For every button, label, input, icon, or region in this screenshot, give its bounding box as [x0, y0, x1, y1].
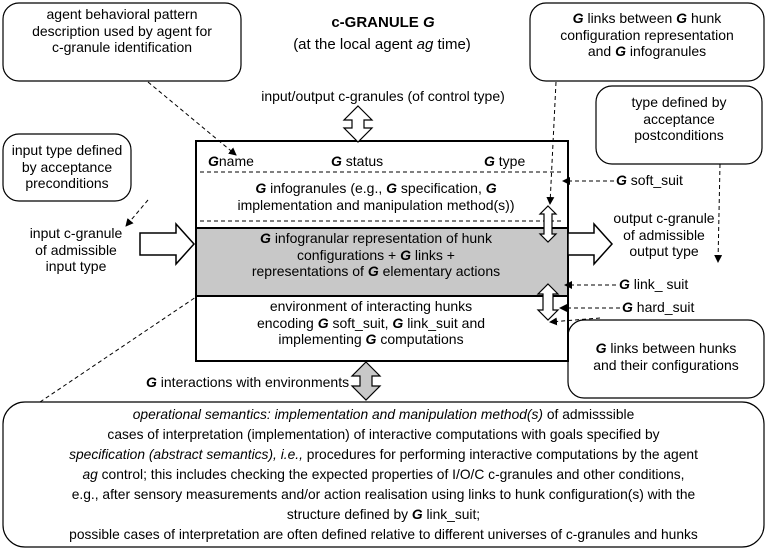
callout-hunk-links-text: G links between G hunk configuration rep… [560, 10, 734, 60]
connector-postconditions-to-output [714, 163, 723, 263]
connector-bottom-to-environment [39, 296, 197, 403]
callout-postconditions-text: type defined by acceptance postcondition… [631, 94, 727, 144]
control-io-label: input/output c-granules (of control type… [261, 88, 505, 104]
infogranule-double-arrow [538, 205, 558, 243]
interactions-label: G interactions with environments [146, 374, 350, 390]
input-granule-label: input c-granule of admissible input type [29, 225, 123, 275]
bottom-line-1: operational semantics: implementation an… [132, 407, 635, 422]
bottom-line-6: structure defined by G link_suit; [286, 507, 481, 522]
control-double-arrow [342, 105, 374, 143]
bottom-semantics-box [2, 401, 765, 548]
header-status: G status [331, 153, 384, 169]
infogranules-section: G infogranules (e.g., G specification, G… [237, 180, 515, 213]
callout-postconditions-box [595, 85, 763, 165]
connector-hunks-between [549, 317, 601, 326]
input-block-arrow [139, 222, 196, 266]
connector-behavioral-to-name [147, 81, 237, 156]
bottom-line-7: possible cases of interpretation are oft… [69, 527, 698, 542]
diagram-title: c-GRANULE G [303, 14, 463, 32]
connector-hunk-links-to-box [546, 81, 557, 205]
bottom-line-4: ag control; this includes checking the e… [82, 467, 685, 482]
header-type: G type [484, 153, 526, 169]
diagram-subtitle: (at the local agent ag time) [293, 36, 471, 53]
callout-preconditions-text: input type defined by acceptance precond… [11, 142, 123, 192]
title-prefix: c-GRANULE [331, 14, 419, 31]
environment-section: environment of interacting hunks encodin… [256, 298, 486, 348]
main-box-shaded-section [197, 229, 567, 295]
bottom-line-3: specification (abstract semantics), i.e.… [69, 447, 698, 462]
bottom-line-5: e.g., after sensory measurements and/or … [71, 487, 696, 502]
representation-section: G infogranular representation of hunk co… [251, 230, 501, 280]
connector-preconditions-to-input [125, 199, 149, 227]
soft-suit-label: G soft_suit [616, 172, 683, 188]
output-block-arrow [567, 222, 614, 266]
bottom-line-2: cases of interpretation (implementation)… [107, 427, 660, 442]
callout-preconditions-box [2, 133, 132, 202]
hard-suit-label: G hard_suit [622, 299, 695, 315]
header-name: Gname [208, 153, 254, 169]
interaction-double-arrow [350, 361, 382, 401]
title-symbol: G [423, 14, 435, 31]
link-suit-label: G link_ suit [619, 276, 689, 292]
callout-hunk-links-box [529, 2, 765, 82]
hunk-double-arrow [536, 283, 560, 321]
callout-hunks-between-text: G links between hunks and their configur… [593, 340, 739, 373]
output-granule-label: output c-granule of admissible output ty… [613, 210, 715, 260]
callout-behavioral-text: agent behavioral pattern description use… [32, 6, 212, 56]
callout-behavioral-box [2, 2, 242, 82]
